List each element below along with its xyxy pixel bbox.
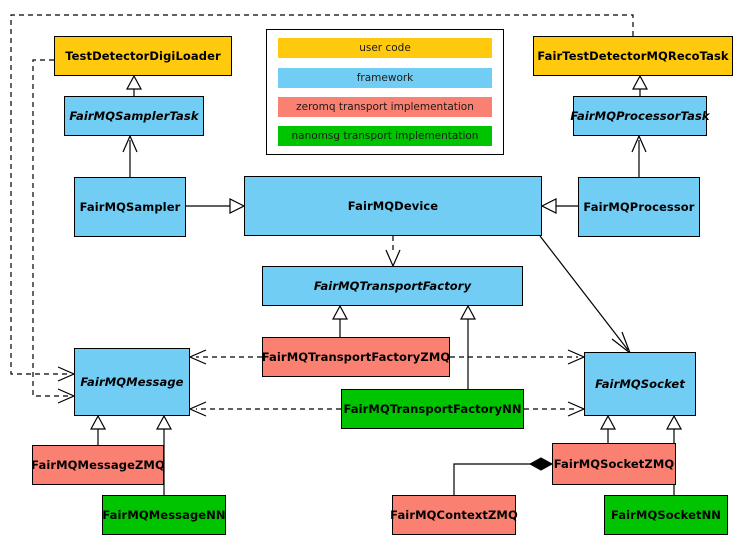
edge-processor-to-device	[540, 198, 578, 214]
class-box-fairmqtransportfactory[interactable]: FairMQTransportFactory	[262, 266, 523, 306]
class-box-fairmqcontextzmq[interactable]: FairMQContextZMQ	[390, 495, 518, 535]
class-box-fairmqmessagenn[interactable]: FairMQMessageNN	[102, 495, 226, 535]
edge-messagezmq-to-message	[89, 414, 107, 445]
legend-item-zeromq: zeromq transport implementation	[278, 97, 492, 117]
class-box-fairmqprocessortask[interactable]: FairMQProcessorTask	[570, 96, 710, 136]
edge-socketzmq-to-socket	[599, 414, 617, 443]
edge-messagenn-to-message	[155, 414, 173, 495]
edge-tfnn-to-message	[188, 401, 341, 417]
class-box-fairtestdetectormqrecotask[interactable]: FairTestDetectorMQRecoTask	[533, 36, 733, 76]
class-box-fairmqsocketzmq[interactable]: FairMQSocketZMQ	[552, 443, 676, 485]
edge-sampler-to-samplertask	[122, 134, 138, 177]
class-box-fairmqtransportfactorynn[interactable]: FairMQTransportFactoryNN	[341, 389, 524, 429]
class-box-fairmqdevice[interactable]: FairMQDevice	[244, 176, 542, 236]
class-box-fairmqsocketnn[interactable]: FairMQSocketNN	[604, 495, 728, 535]
edge-contextzmq-to-socketzmq	[453, 457, 554, 495]
edge-tfzmq-to-message	[188, 349, 262, 365]
class-box-fairmqmessagezmq[interactable]: FairMQMessageZMQ	[31, 445, 165, 485]
edge-processortask-to-recotask	[631, 74, 649, 96]
class-box-fairmqsamplertask[interactable]: FairMQSamplerTask	[64, 96, 204, 136]
edge-tfnn-to-transportfactory	[459, 304, 477, 389]
class-box-fairmqprocessor[interactable]: FairMQProcessor	[578, 177, 700, 237]
legend-panel: user code framework zeromq transport imp…	[266, 29, 504, 155]
edge-device-to-socket	[539, 235, 632, 355]
legend-item-nanomsg: nanomsg transport implementation	[278, 126, 492, 146]
edge-sampler-to-device	[186, 198, 246, 214]
edge-processor-to-processortask	[631, 134, 647, 177]
legend-item-user-code: user code	[278, 38, 492, 58]
legend-item-framework: framework	[278, 68, 492, 88]
class-box-testdetectordigiloader[interactable]: TestDetectorDigiLoader	[54, 36, 232, 76]
class-box-fairmqsocket[interactable]: FairMQSocket	[584, 352, 696, 416]
edge-tfzmq-to-transportfactory	[331, 304, 349, 337]
class-box-fairmqsampler[interactable]: FairMQSampler	[74, 177, 186, 237]
class-box-fairmqmessage[interactable]: FairMQMessage	[74, 348, 190, 416]
edge-device-to-transportfactory	[385, 236, 401, 268]
class-box-fairmqtransportfactoryzmq[interactable]: FairMQTransportFactoryZMQ	[262, 337, 450, 377]
edge-tfnn-to-socket	[524, 401, 586, 417]
edge-tfzmq-to-socket	[450, 349, 586, 365]
edge-samplertask-to-digiloader	[125, 74, 143, 96]
